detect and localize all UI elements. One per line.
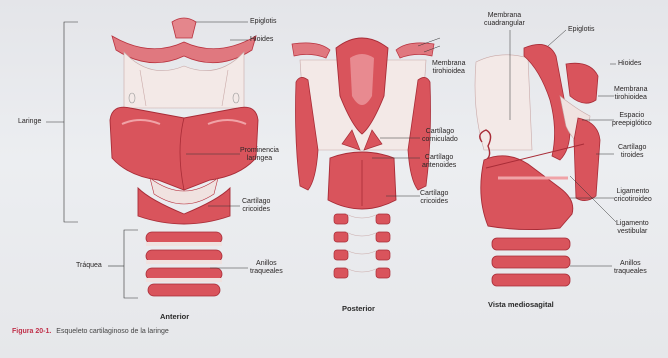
laringe-bracket: [64, 22, 78, 222]
view-title-anterior: Anterior: [160, 312, 189, 321]
label-anillos-traqueales-anterior: Anillos traqueales: [250, 260, 283, 276]
figure-number: Figura 20-1.: [12, 328, 51, 335]
label-laringe: Laringe: [18, 118, 41, 126]
hyoid-sagittal: [566, 63, 598, 103]
figure-caption-text: Esqueleto cartilaginoso de la laringe: [56, 328, 168, 335]
trachea-rings-sagittal: [492, 238, 570, 286]
label-epiglotis-sagittal: Epiglotis: [568, 26, 594, 34]
thyroid-sagittal: [574, 118, 600, 201]
label-cartilago-tiroides: Cartílago tiroides: [618, 144, 646, 160]
label-hioides-anterior: Hioides: [250, 36, 273, 44]
label-cartilago-corniculado: Cartílago corniculado: [422, 128, 458, 144]
label-cartilago-aritenoides: Cartílago aritenoides: [422, 154, 456, 170]
figure-caption: Figura 20-1. Esqueleto cartilaginoso de l…: [12, 328, 169, 335]
label-cartilago-cricoides-posterior: Cartílago cricoides: [420, 190, 448, 206]
label-epiglotis-anterior: Epiglotis: [250, 18, 276, 26]
trachea-rings-posterior: [334, 214, 390, 278]
epiglottis-anterior: [172, 18, 196, 38]
label-membrana-tirohioidea-sagittal: Membrana tirohioidea: [614, 86, 647, 102]
label-prominencia-laringea: Prominencia laríngea: [240, 147, 279, 163]
label-ligamento-cricotiroideo: Ligamento cricotiroideo: [614, 188, 652, 204]
trachea-ring-anterior-4: [148, 284, 220, 296]
cricoid-sagittal: [481, 156, 573, 230]
label-membrana-cuadrangular: Membrana cuadrangular: [484, 12, 525, 28]
label-hioides-sagittal: Hioides: [618, 60, 641, 68]
mediosagittal-view: [475, 44, 600, 286]
traquea-bracket: [124, 230, 138, 298]
view-title-posterior: Posterior: [342, 304, 375, 313]
label-ligamento-vestibular: Ligamento vestibular: [616, 220, 649, 236]
view-title-mediosagital: Vista mediosagital: [488, 300, 554, 309]
label-anillos-traqueales-sagittal: Anillos traqueales: [614, 260, 647, 276]
label-membrana-tirohioidea-posterior: Membrana tirohioidea: [432, 60, 465, 76]
label-espacio-preepiglotico: Espacio preepiglótico: [612, 112, 652, 128]
label-cartilago-cricoides-anterior: Cartílago cricoides: [242, 198, 270, 214]
anterior-view: [110, 18, 258, 296]
label-traquea: Tráquea: [76, 262, 102, 270]
